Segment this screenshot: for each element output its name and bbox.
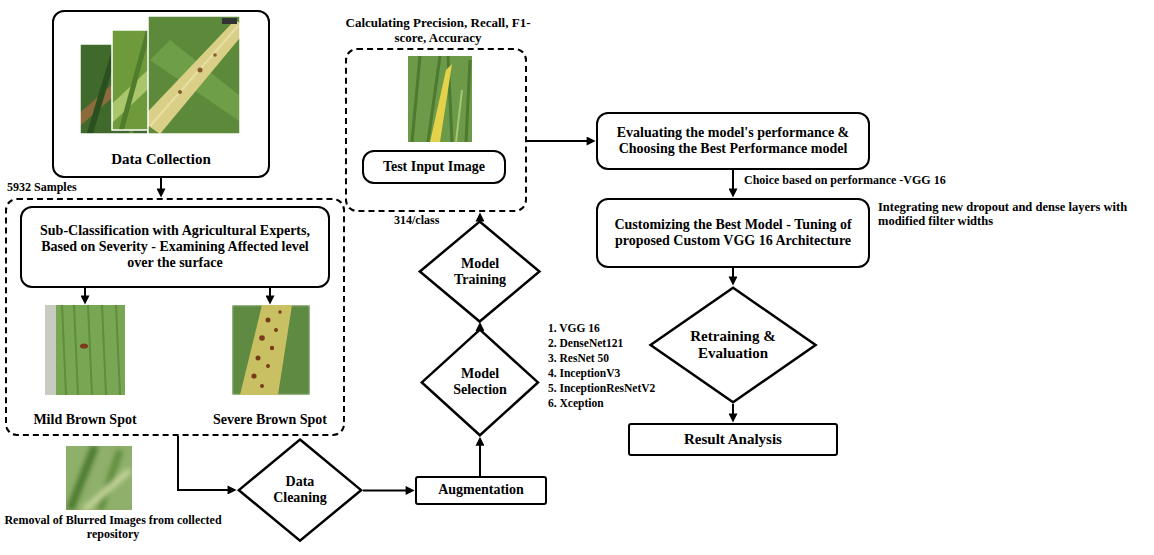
mild-brown-spot-photo [45, 305, 56, 395]
flow-arrow [479, 440, 481, 476]
flow-arrow [479, 326, 481, 328]
process-box: Test Input Image [362, 150, 506, 184]
model-list-item: 3. ResNet 50 [548, 352, 609, 365]
note-label: Removal of Blurred Images from collected… [3, 514, 223, 542]
blurred-photo [66, 446, 132, 510]
node-label: Severe Brown Spot [213, 412, 327, 428]
collection-photos [148, 20, 240, 134]
severe-brown-spot-photo [260, 384, 264, 388]
blurred-photo [84, 470, 130, 510]
flow-arrow [732, 170, 734, 194]
decision-diamond: Data Cleaning [237, 438, 363, 542]
process-box: Customizing the Best Model - Tuning of p… [596, 198, 870, 268]
flow-arrow [269, 288, 271, 301]
test-input-photo [412, 56, 470, 142]
node-label: Result Analysis [684, 431, 782, 448]
mild-brown-spot-photo [80, 343, 88, 348]
flow-arrow [479, 216, 481, 220]
flow-arrow [732, 404, 734, 419]
group-heading: Calculating Precision, Recall, F1-score,… [333, 16, 543, 46]
node-label: Customizing the Best Model - Tuning of p… [606, 217, 860, 249]
severe-brown-spot-photo [232, 305, 310, 395]
severe-brown-spot-photo [266, 364, 270, 368]
model-list-item: 6. Xception [548, 397, 604, 410]
image-node: Severe Brown Spot [205, 305, 335, 428]
collection-photos [178, 90, 182, 94]
severe-brown-spot-photo [240, 305, 292, 395]
process-box: Data Collection [52, 10, 270, 178]
process-box: Sub-Classification with Agricultural Exp… [20, 206, 330, 288]
mild-brown-spot-photo [62, 305, 120, 395]
test-input-photo [456, 90, 462, 142]
severe-brown-spot-photo [256, 356, 261, 361]
severe-brown-spot-photo [232, 305, 310, 395]
collection-photos [150, 26, 238, 126]
mild-brown-spot-photo [45, 305, 125, 395]
node-label: Test Input Image [383, 159, 485, 175]
severe-brown-spot-photo [274, 328, 278, 332]
group-box: Sub-Classification with Agricultural Exp… [5, 198, 345, 436]
model-list-item: 5. InceptionResNetV2 [548, 382, 655, 395]
test-input-photo [408, 56, 472, 142]
collection-photos [222, 18, 237, 24]
diamond-outline [239, 439, 361, 540]
severe-brown-spot-photo [278, 310, 282, 314]
decision-diamond: Retraining & Evaluation [648, 286, 818, 404]
blurred-photo [66, 446, 132, 510]
model-list-item: 2. DenseNet121 [548, 337, 623, 350]
flow-arrow [363, 490, 411, 492]
edge-label: Choice based on performance -VGG 16 [742, 174, 948, 188]
flow-arrow [178, 436, 233, 490]
mild-brown-spot-photo [45, 305, 125, 395]
collection-photos [198, 68, 203, 73]
test-input-photo [408, 56, 472, 142]
node-label: Augmentation [438, 482, 524, 498]
image-node: Mild Brown Spot [25, 305, 145, 428]
process-box: Augmentation [415, 476, 547, 505]
group-box: Calculating Precision, Recall, F1-score,… [345, 48, 527, 212]
severe-brown-spot-photo [259, 335, 265, 341]
flow-arrow [160, 178, 162, 194]
severe-brown-spot-photo [251, 373, 256, 378]
node-label: Model Selection [445, 366, 515, 398]
node-label: Data Collection [111, 151, 211, 168]
decision-diamond: Model Training [418, 220, 541, 323]
terminal-box: Result Analysis [628, 423, 838, 456]
edge-label: 314/class [392, 214, 441, 228]
flow-arrow [527, 140, 592, 142]
note-label: Integrating new dropout and dense layers… [878, 200, 1148, 229]
diamond-outline [650, 288, 815, 402]
severe-brown-spot-photo [270, 346, 274, 350]
node-label: Model Training [445, 256, 515, 288]
diamond-outline [422, 329, 538, 435]
collection-photos [120, 30, 150, 130]
diamond-outline [420, 222, 540, 322]
flow-arrow [732, 268, 734, 282]
node-label: Retraining & Evaluation [683, 328, 783, 363]
collection-photos [70, 16, 248, 140]
collection-photos [148, 16, 240, 134]
decision-diamond: Model Selection [420, 328, 540, 437]
blurred-photo [70, 446, 130, 510]
node-label: Data Cleaning [264, 474, 336, 506]
node-label: Sub-Classification with Agricultural Exp… [30, 223, 320, 271]
edge-label: 5932 Samples [5, 181, 79, 195]
model-list-item: 1. VGG 16 [548, 322, 600, 335]
node-label: Mild Brown Spot [33, 412, 136, 428]
model-list-item: 4. InceptionV3 [548, 367, 620, 380]
severe-brown-spot-photo [266, 318, 271, 323]
process-box: Evaluating the model's performance & Cho… [596, 112, 870, 170]
test-input-photo [430, 64, 452, 142]
node-label: Evaluating the model's performance & Cho… [606, 125, 860, 157]
collection-photos [148, 16, 240, 134]
collection-photos [213, 53, 217, 57]
flow-arrow [84, 288, 86, 301]
